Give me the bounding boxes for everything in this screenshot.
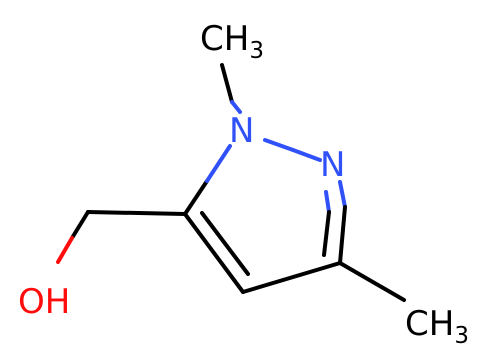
bond-c3-methyl-bottom <box>338 261 406 302</box>
bond-n1-methyl-top <box>220 63 242 114</box>
bond-c3-c4 <box>241 261 342 294</box>
atom-n1: N <box>229 111 254 151</box>
atom-methyl-top-hydrogens: H <box>224 19 250 59</box>
atom-labels: CH3 N N CH3 OH <box>18 19 469 349</box>
bonds <box>56 63 406 302</box>
atom-hydroxyl: OH <box>18 282 70 322</box>
atom-methyl-top: CH3 <box>200 19 264 64</box>
bond-c5-n1 <box>183 144 232 216</box>
atom-methyl-bottom-count: 3 <box>454 323 469 349</box>
atom-methyl-top-element: C <box>200 19 224 59</box>
atom-methyl-top-count: 3 <box>249 38 264 64</box>
atom-methyl-bottom: CH3 <box>405 304 469 349</box>
bond-n2-c3-double <box>322 180 347 265</box>
atom-n2: N <box>320 145 345 185</box>
bond-ch2-oh <box>56 210 90 264</box>
atom-methyl-bottom-element: C <box>405 304 429 344</box>
atom-methyl-bottom-hydrogens: H <box>429 304 455 344</box>
bond-c5-ch2 <box>86 210 187 216</box>
bond-n1-n2 <box>263 138 322 162</box>
bond-c4-c5-double <box>183 211 250 294</box>
